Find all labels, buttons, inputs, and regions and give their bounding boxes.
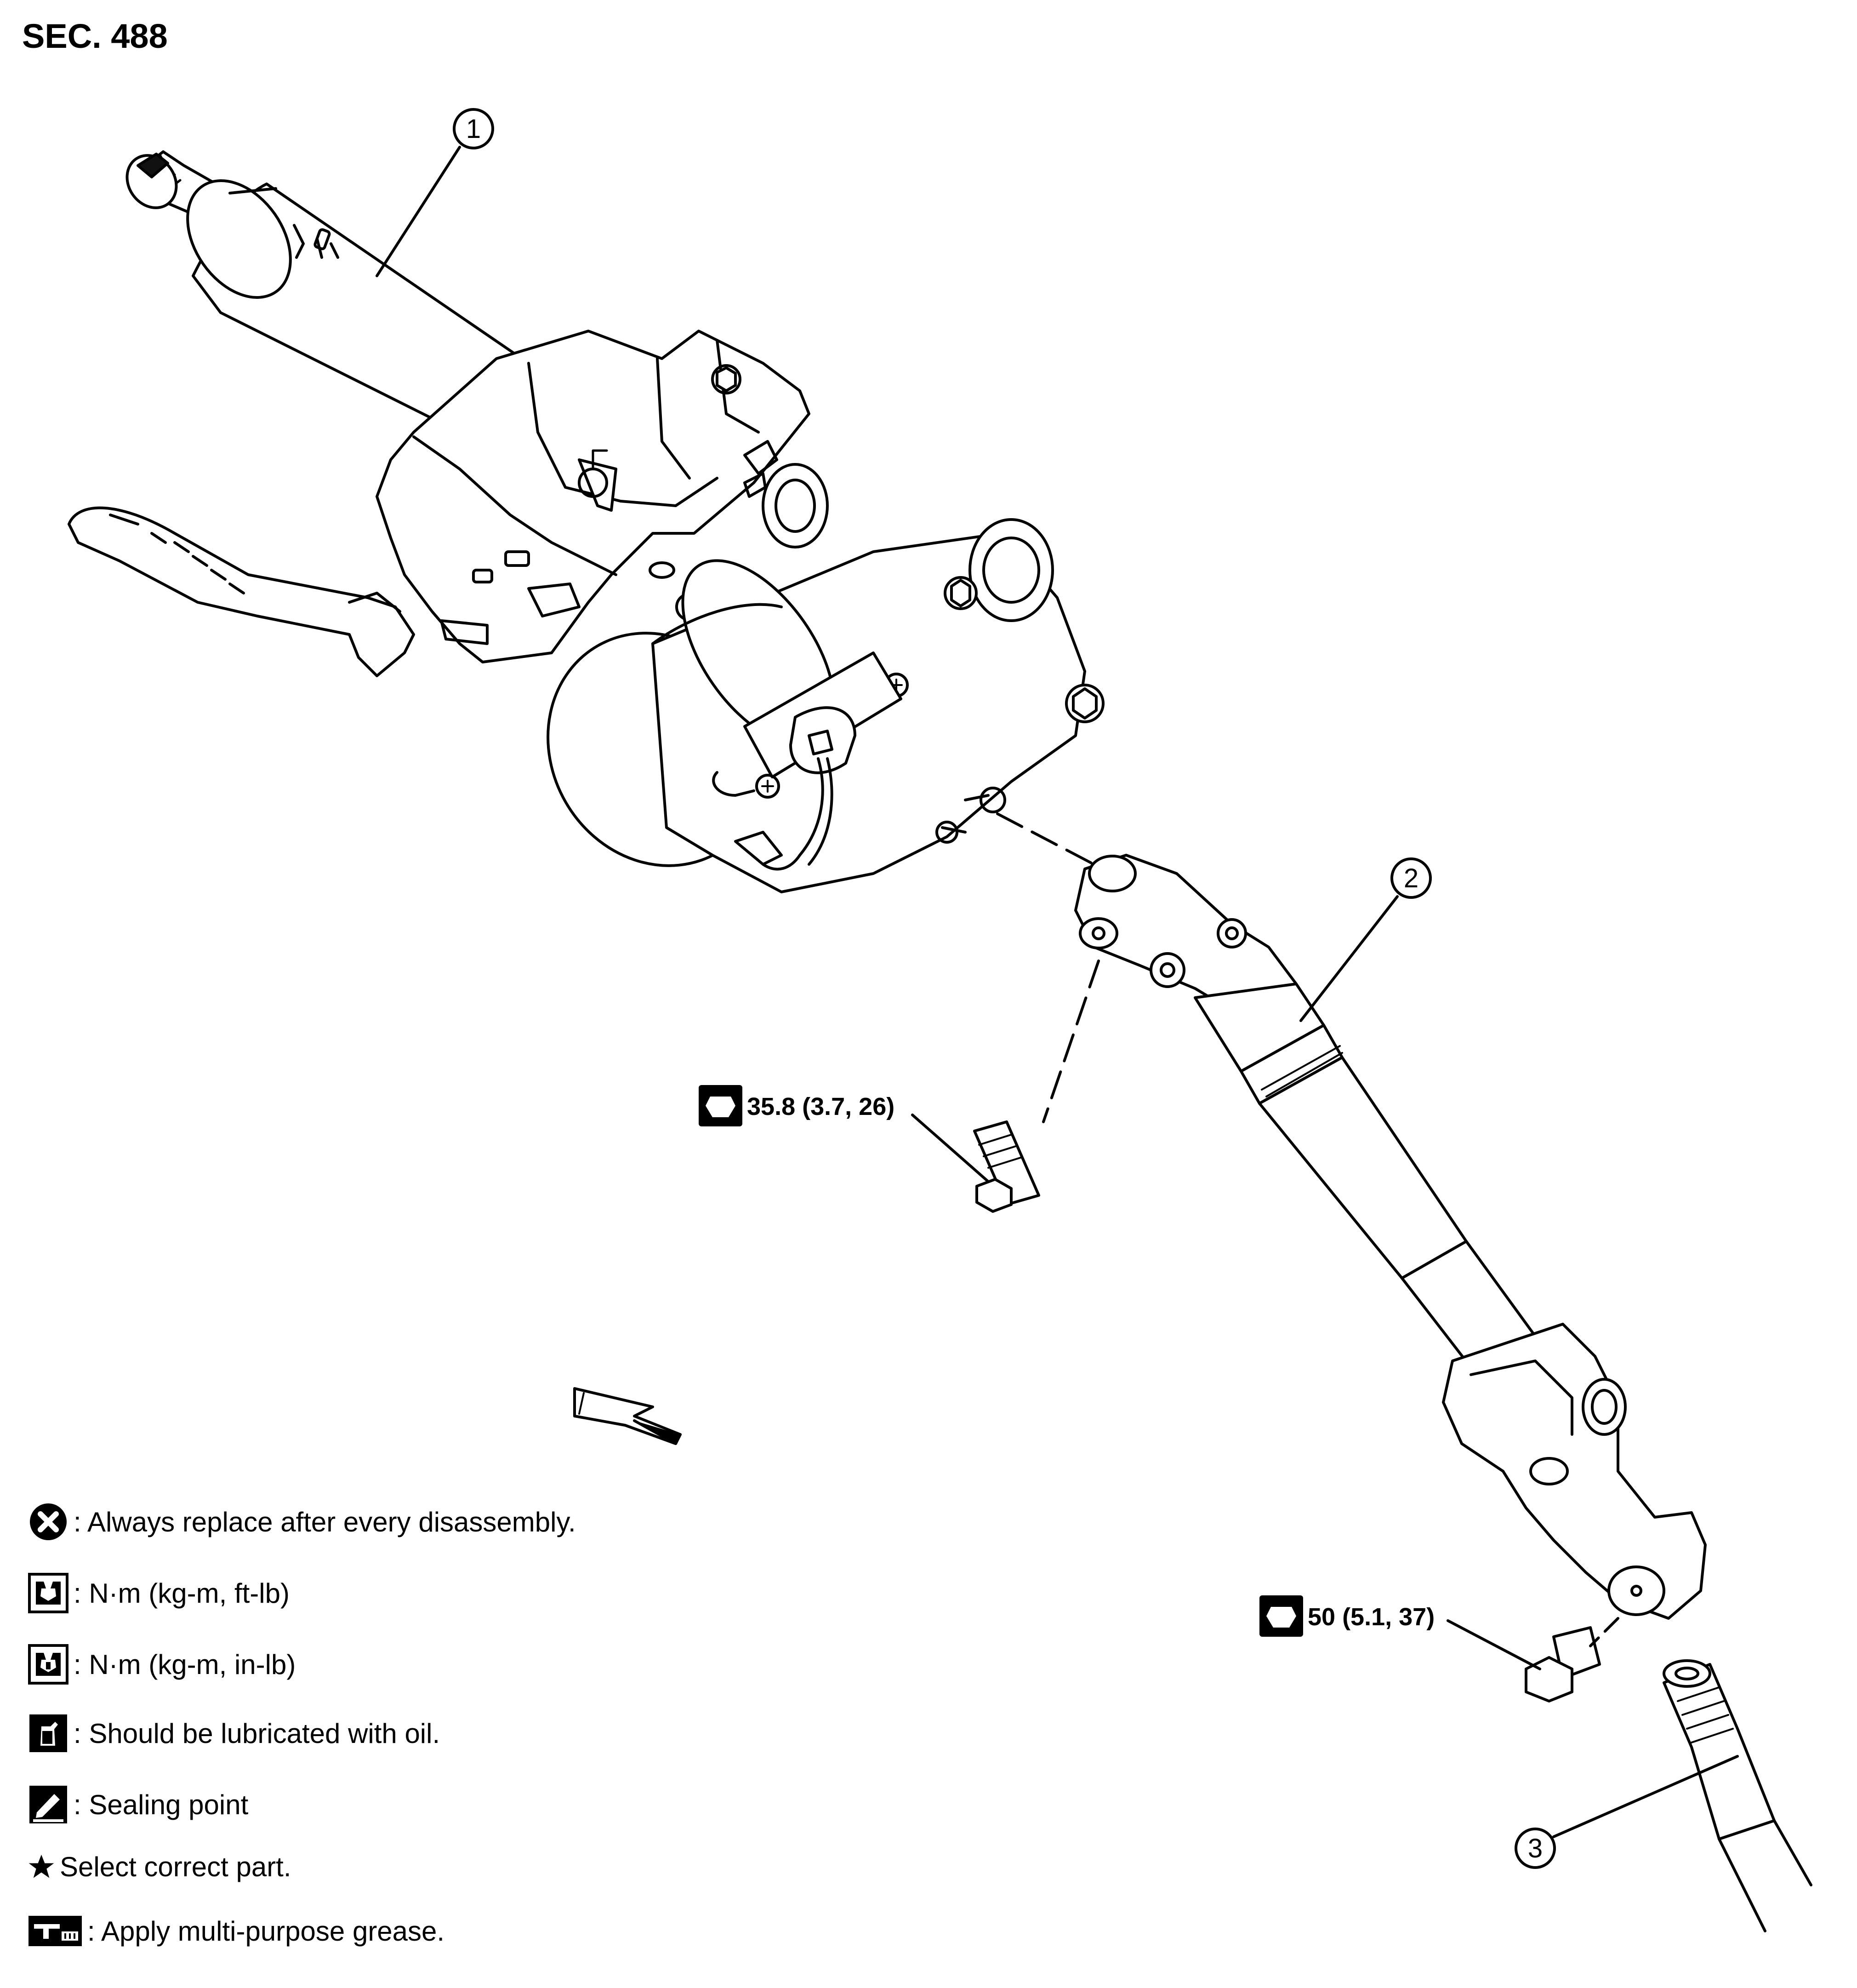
lower-universal-joint (1442, 1323, 1707, 1620)
callout-1: 1 (453, 108, 494, 149)
legend-text-replace: : Always replace after every disassembly… (74, 1506, 576, 1537)
legend-item-torque-ft-lb: : N·m (kg-m, ft-lb) (28, 1568, 290, 1618)
front-direction-arrow (573, 1387, 682, 1445)
lower-joint-bolt (1525, 1617, 1619, 1702)
torque-2-leader (1447, 1619, 1541, 1670)
legend-text-star: Select correct part. (60, 1851, 291, 1882)
alignment-dash-line (996, 812, 1095, 866)
callout-3-leader (1552, 1755, 1739, 1838)
legend-text-torque-ft-lb: : N·m (kg-m, ft-lb) (74, 1577, 290, 1609)
legend-text-oil: : Should be lubricated with oil. (74, 1718, 440, 1749)
callout-2: 2 (1390, 857, 1432, 899)
legend-text-grease: : Apply multi-purpose grease. (87, 1915, 445, 1947)
steering-column-assembly (68, 150, 1105, 893)
sealing-point-icon (29, 1786, 67, 1823)
legend-item-torque-in-lb: : N·m (kg-m, in-lb) (28, 1639, 296, 1690)
steering-gear-input-shaft (1663, 1659, 1812, 1932)
callout-3: 3 (1515, 1828, 1556, 1869)
always-replace-icon (30, 1503, 67, 1540)
column-upper-tube (186, 179, 530, 452)
grease-icon (28, 1916, 82, 1946)
torque-in-lb-icon (28, 1644, 68, 1685)
callout-1-leader (376, 146, 461, 277)
legend-item-grease: : Apply multi-purpose grease. (28, 1906, 444, 1956)
intermediate-shaft (1074, 854, 1707, 1620)
legend-item-oil: : Should be lubricated with oil. (28, 1708, 440, 1759)
callout-2-leader (1299, 895, 1399, 1022)
upper-mounting-bracket (376, 330, 810, 663)
section-title: SEC. 488 (22, 17, 168, 55)
callout-3-label: 3 (1528, 1834, 1543, 1863)
torque-spec-2-label: 50 (5.1, 37) (1308, 1603, 1435, 1631)
legend-item-sealing: : Sealing point (28, 1779, 248, 1830)
oil-lubricate-icon (29, 1714, 67, 1752)
torque-spec-1-label: 35.8 (3.7, 26) (747, 1093, 894, 1120)
torque-ft-lb-icon (28, 1573, 68, 1613)
legend-item-star: Select correct part. (28, 1841, 291, 1892)
callout-1-label: 1 (466, 114, 481, 144)
star-icon (28, 1855, 54, 1878)
torque-spec-1: 35.8 (3.7, 26) (699, 1085, 894, 1126)
torque-spec-2: 50 (5.1, 37) (1259, 1595, 1435, 1637)
upper-joint-bolt (973, 960, 1100, 1213)
legend-text-sealing: : Sealing point (74, 1789, 249, 1820)
callout-2-label: 2 (1404, 863, 1418, 893)
tilt-lever (68, 506, 415, 677)
legend-text-torque-in-lb: : N·m (kg-m, in-lb) (74, 1649, 296, 1680)
shaft-outer-tube (1194, 983, 1468, 1280)
legend-item-replace: : Always replace after every disassembly… (28, 1497, 576, 1547)
torque-1-leader (911, 1114, 990, 1183)
motor-reducer-housing (547, 463, 1105, 893)
